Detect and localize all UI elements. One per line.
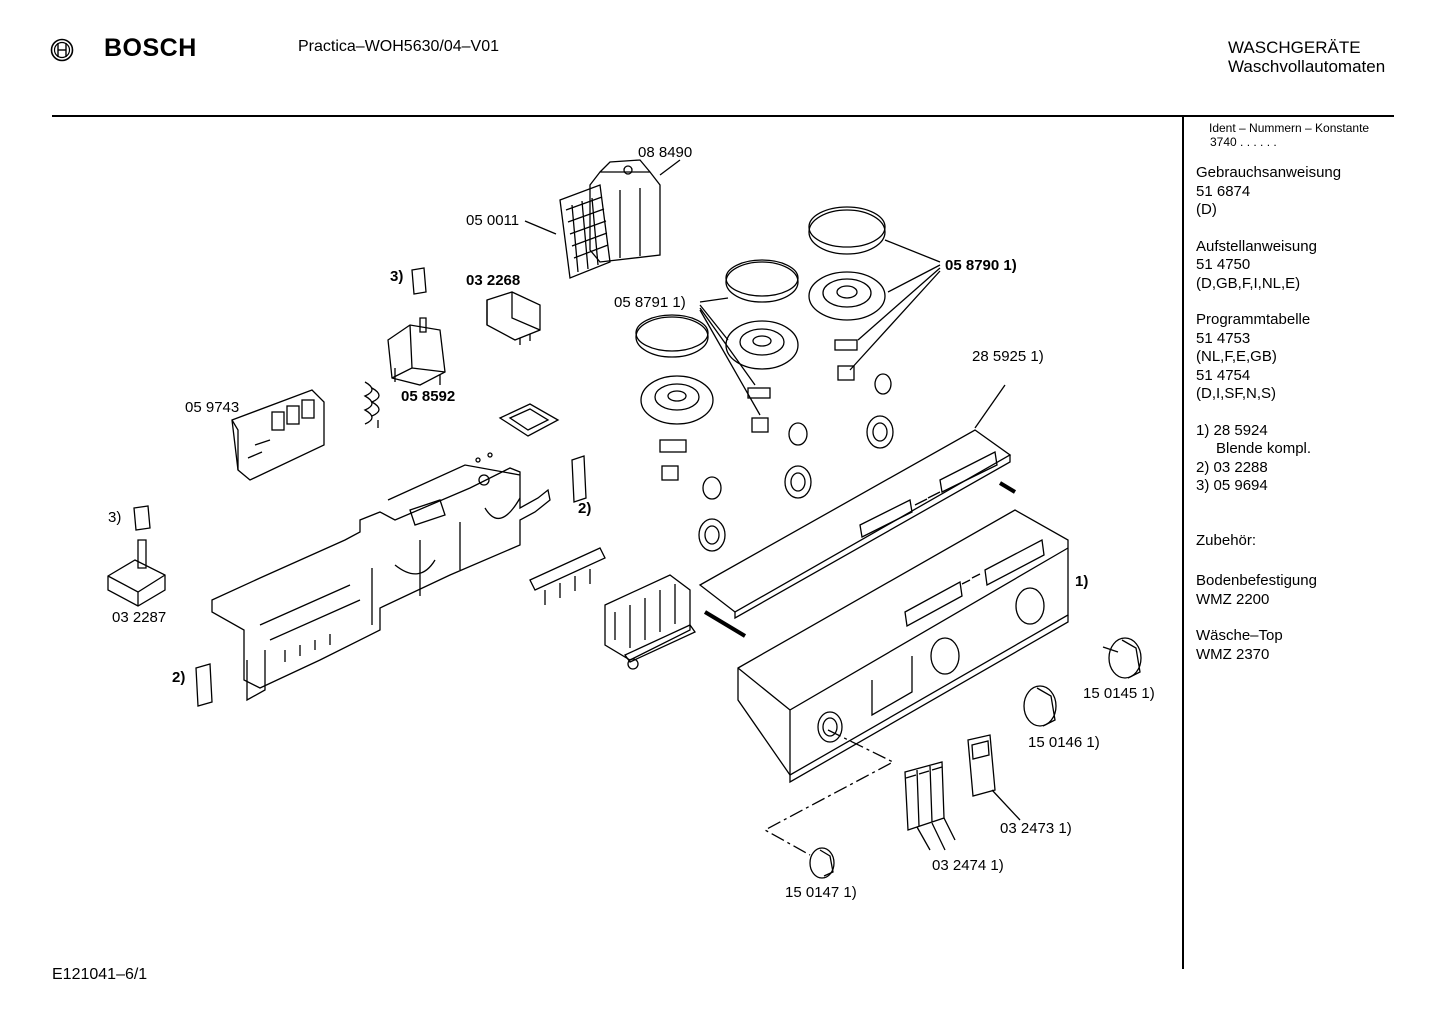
part-label: 15 0145 1) (1083, 685, 1155, 702)
front-panel (737, 509, 1069, 784)
info-line: (D) (1196, 201, 1217, 218)
info-line: Gebrauchsanweisung (1196, 164, 1342, 181)
info-line: (D,I,SF,N,S) (1196, 385, 1277, 402)
part-label: 05 9743 (185, 399, 240, 416)
part-label: 3) (108, 509, 122, 526)
info-line: 51 4750 (1196, 256, 1251, 273)
annotation-leaders (1102, 646, 1119, 653)
model-title: Practica–WOH5630/04–V01 (298, 38, 499, 55)
exploded-parts-diagram (107, 159, 1142, 879)
sidebar-divider (1182, 117, 1184, 969)
part-label: 08 8490 (638, 144, 693, 161)
clip-part (195, 455, 587, 707)
part-label: 05 8592 (401, 388, 456, 405)
ident-value: 3740 . . . . . . (1210, 135, 1277, 149)
part-label: 15 0147 1) (785, 884, 857, 901)
info-line: Blende kompl. (1216, 440, 1312, 457)
program-table-block: Programmtabelle 51 4753 (NL,F,E,GB) 51 4… (1196, 311, 1436, 404)
part-label: 03 2287 (112, 609, 167, 626)
info-line: WMZ 2200 (1196, 590, 1270, 608)
bracket-plate (498, 403, 560, 437)
subcategory-title: Waschvollautomaten (1228, 57, 1386, 76)
accessories-title: Zubehör: (1196, 531, 1257, 549)
selector-discs (635, 206, 941, 425)
manual-block: Gebrauchsanweisung 51 6874 (D) (1196, 164, 1436, 220)
footnotes-block: 1) 28 5924 Blende kompl. 2) 03 2288 3) 0… (1196, 422, 1436, 496)
category-title: WASCHGERÄTE (1228, 38, 1361, 57)
cover-plate (698, 384, 1017, 638)
part-label: 2) (578, 500, 592, 517)
control-board (231, 389, 325, 481)
selector-motor (363, 267, 446, 428)
timer-unit (524, 159, 681, 279)
accessory-block: Wäsche–Top WMZ 2370 (1196, 627, 1436, 664)
info-line: (NL,F,E,GB) (1196, 348, 1277, 365)
info-line: 51 4753 (1196, 329, 1251, 347)
info-line: Aufstellanweisung (1196, 237, 1317, 255)
document-code: E121041–6/1 (52, 966, 148, 983)
info-line: 2) 03 2288 (1196, 458, 1268, 476)
brand-name: BOSCH (104, 34, 197, 62)
info-line: 51 6874 (1196, 182, 1251, 200)
part-label: 3) (390, 268, 404, 285)
contact-strip (529, 547, 606, 605)
knob-spindle (107, 505, 166, 607)
header-divider (52, 115, 1394, 117)
part-label: 2) (172, 669, 186, 686)
part-label: 05 8791 1) (614, 294, 686, 311)
ident-title: Ident – Nummern – Konstante (1209, 121, 1370, 135)
part-label: 05 0011 (466, 212, 520, 229)
info-line: 3) 05 9694 (1196, 477, 1268, 494)
gear-wheels (659, 339, 894, 552)
info-line: Bodenbefestigung (1196, 572, 1317, 589)
part-label: 03 2473 1) (1000, 820, 1072, 837)
push-buttons (904, 734, 1021, 851)
part-label: 28 5925 1) (972, 348, 1044, 365)
assembly-leader-line (763, 729, 895, 856)
part-label: 03 2268 (466, 272, 521, 289)
info-line: Programmtabelle (1196, 311, 1311, 328)
info-line: Wäsche–Top (1196, 627, 1283, 644)
accessory-block: Bodenbefestigung WMZ 2200 (1196, 572, 1436, 609)
part-label: 15 0146 1) (1028, 734, 1100, 751)
info-line: WMZ 2370 (1196, 645, 1270, 663)
push-switch (486, 291, 541, 345)
bosch-logo-icon (50, 38, 74, 62)
info-line: 51 4754 (1196, 366, 1251, 384)
hinge-block (604, 574, 696, 670)
part-label: 1) (1075, 573, 1089, 590)
part-label: 03 2474 1) (932, 857, 1004, 874)
parts-info-sidebar: Ident – Nummern – Konstante 3740 . . . .… (1196, 121, 1436, 682)
control-knobs (809, 637, 1142, 879)
info-line: (D,GB,F,I,NL,E) (1196, 274, 1301, 292)
part-label: 05 8790 1) (945, 257, 1017, 274)
control-frame (211, 452, 551, 702)
installation-block: Aufstellanweisung 51 4750 (D,GB,F,I,NL,E… (1196, 238, 1436, 294)
info-line: 1) 28 5924 (1196, 421, 1268, 439)
